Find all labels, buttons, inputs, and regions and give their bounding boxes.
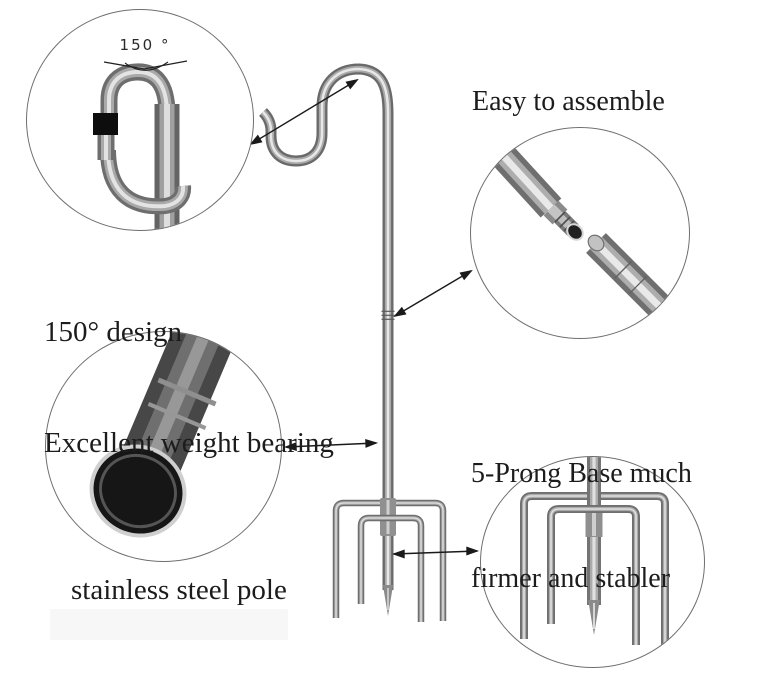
base-caption: 5-Prong Base much firmer and stabler [471, 386, 692, 666]
prong-base-photo [520, 457, 669, 651]
hook-design-label: 150° design [44, 316, 183, 348]
base-front-crossbar [357, 514, 425, 622]
faded-area [50, 609, 288, 640]
pole-ground-spike [382, 585, 394, 616]
open-tube-mouth [566, 223, 584, 241]
rubber-cap [93, 113, 118, 135]
hook-detail-callout: 150 ° [26, 9, 254, 231]
pole-joint-ribs [381, 310, 395, 320]
pole-arrow-icon [283, 438, 379, 452]
tube-joint-photo [471, 128, 689, 338]
assemble-arrow-icon [393, 269, 473, 318]
hook-weight-label: Excellent weight bearing [44, 427, 334, 459]
base-detail-callout [480, 456, 705, 668]
tube-end-rim [587, 234, 605, 252]
hook-arrow-icon [249, 78, 359, 146]
pole-open-end [89, 444, 187, 538]
pole-end-photo [89, 332, 240, 538]
assemble-detail-callout [470, 127, 690, 339]
base-label-line1: 5-Prong Base much [471, 458, 692, 489]
pole-detail-callout [45, 331, 282, 562]
pole-hook-shape [258, 63, 394, 590]
assemble-label: Easy to assemble [472, 86, 665, 117]
base-label-line2: firmer and stabler [471, 563, 671, 594]
angle-degree-label: 150 ° [119, 36, 171, 54]
pole-label: stainless steel pole [71, 574, 287, 606]
base-arrow-icon [391, 546, 480, 559]
hook-closeup-photo [93, 60, 192, 230]
angle-marker-icon [103, 60, 188, 71]
hook-caption: 150° design Excellent weight bearing [44, 240, 334, 536]
